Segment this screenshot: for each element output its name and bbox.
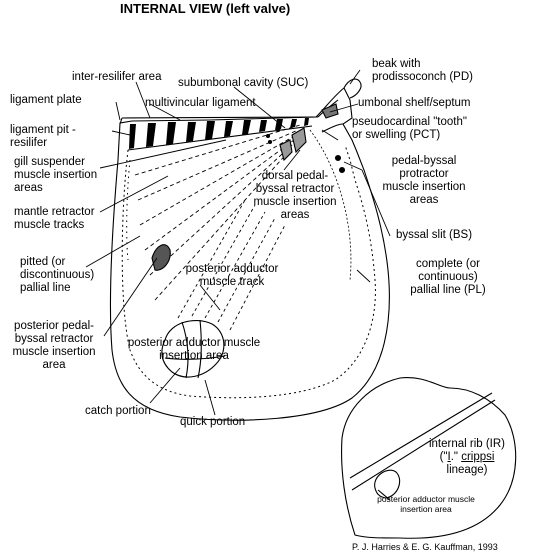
label-gill-3: areas <box>14 182 43 194</box>
posterior-adductor-scar <box>161 320 225 378</box>
resilifers <box>129 118 309 149</box>
label-ppb-2: byssal retractor <box>14 333 94 345</box>
label-pat-1: posterior adductor <box>185 263 279 275</box>
label-pitted-2: discontinuous) <box>20 269 95 281</box>
label-pct-2: or swelling (PCT) <box>352 129 441 141</box>
label-complete-2: continuous) <box>418 271 478 283</box>
label-quick: quick portion <box>180 416 246 428</box>
label-rib-2-pre: (" <box>439 451 448 463</box>
label-rib-2-species: crippsi <box>461 451 495 463</box>
label-inset-2: insertion area <box>400 504 452 514</box>
label-pedal-protractor-3: muscle insertion <box>382 181 466 193</box>
label-rib-2: ("I." crippsi <box>412 451 522 464</box>
label-umbonal-shelf: umbonal shelf/septum <box>358 97 471 109</box>
label-ligament-plate: ligament plate <box>10 94 82 106</box>
label-ligament-pit-1: ligament pit - <box>10 124 76 136</box>
label-pedal-protractor-4: areas <box>409 194 439 206</box>
label-rib-2-mid: ." <box>450 451 462 463</box>
inset-shell <box>341 377 517 539</box>
label-complete-3: pallial line (PL) <box>410 284 486 296</box>
label-suc: subumbonal cavity (SUC) <box>178 77 309 89</box>
label-mantle-1: mantle retractor <box>14 206 95 218</box>
label-beak-2: prodissoconch (PD) <box>372 71 473 83</box>
label-byssal-slit: byssal slit (BS) <box>396 229 473 241</box>
label-pedal-protractor-2: protractor <box>399 168 449 180</box>
label-dorsal-2: byssal retractor <box>255 183 335 195</box>
label-pa-1: posterior adductor muscle <box>127 337 261 349</box>
label-dorsal-3: muscle insertion <box>253 196 337 208</box>
label-dorsal-1: dorsal pedal- <box>261 170 329 182</box>
label-pa-2: insertion area <box>159 350 229 362</box>
diagram-title: INTERNAL VIEW (left valve) <box>120 1 291 16</box>
label-ppb-4: area <box>42 359 66 371</box>
label-inter-resilifer: inter-resilifer area <box>72 71 162 83</box>
label-dorsal-4: areas <box>280 209 310 221</box>
shell-outline <box>109 87 390 421</box>
label-pedal-protractor-1: pedal-byssal <box>391 155 457 167</box>
pallial-line <box>121 144 376 399</box>
label-rib-3: lineage) <box>446 464 488 476</box>
label-pitted-3: pallial line <box>20 282 71 294</box>
label-pat-2: muscle track <box>199 276 265 288</box>
label-ligament-pit-2: resilifer <box>10 137 48 149</box>
label-inset-1: posterior adductor muscle <box>377 494 475 504</box>
label-rib-1: internal rib (IR) <box>428 438 506 450</box>
label-rib-2-l: I <box>447 451 451 463</box>
label-gill-2: muscle insertion <box>14 169 98 181</box>
beak <box>343 78 362 99</box>
label-beak: beak with <box>372 58 421 70</box>
label-complete-1: complete (or <box>416 258 480 270</box>
label-pitted-1: pitted (or <box>20 256 66 268</box>
label-mantle-2: muscle tracks <box>14 219 85 231</box>
label-multivincular: multivincular ligament <box>145 97 256 109</box>
label-pct-1: pseudocardinal "tooth" <box>352 116 467 128</box>
credit-text: P. J. Harries & E. G. Kauffman, 1993 <box>352 542 498 552</box>
label-catch: catch portion <box>85 405 151 417</box>
label-ppb-1: posterior pedal- <box>14 320 94 332</box>
label-gill-1: gill suspender <box>14 156 85 168</box>
label-ppb-3: muscle insertion <box>12 346 96 358</box>
